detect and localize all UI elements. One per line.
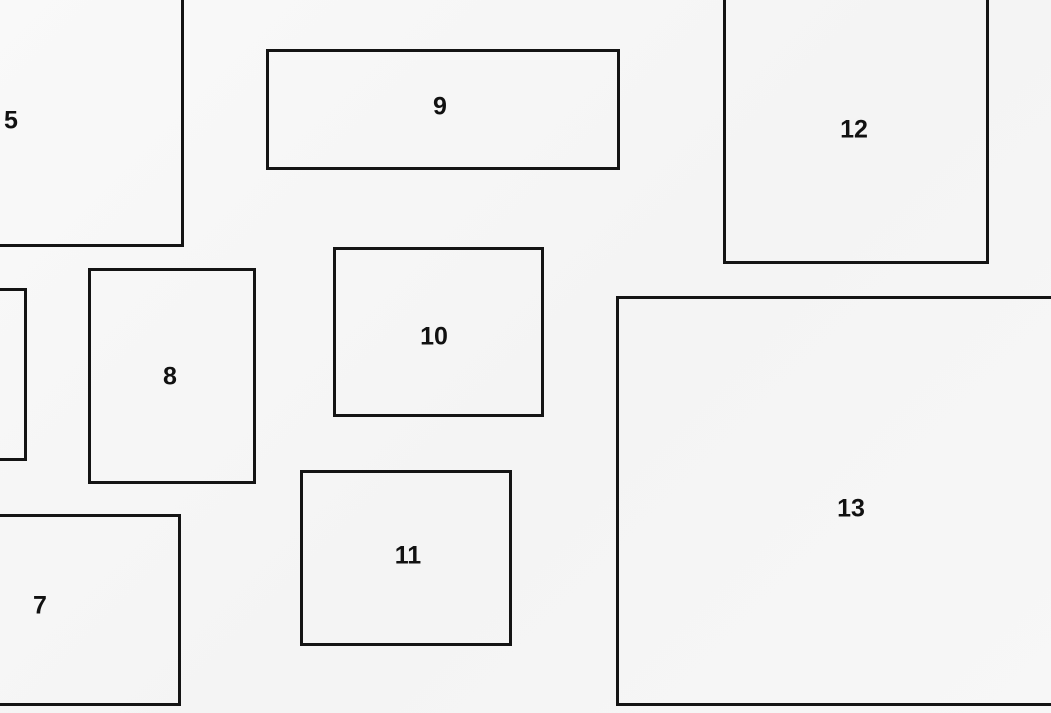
box-8-label: 8 [163, 362, 177, 391]
box-9 [266, 49, 620, 170]
box-7 [0, 514, 181, 706]
box-10-label: 10 [420, 322, 448, 351]
box-12-label: 12 [840, 115, 868, 144]
box-5 [0, 0, 184, 247]
box-13 [616, 296, 1051, 706]
box-7-label: 7 [33, 591, 47, 620]
box-13-label: 13 [837, 494, 865, 523]
box-8 [88, 268, 256, 484]
box-11-label: 11 [394, 541, 422, 570]
box-12 [723, 0, 989, 264]
box-10 [333, 247, 544, 417]
box-11 [300, 470, 512, 646]
box-6 [0, 288, 27, 461]
box-5-label: 5 [4, 106, 18, 135]
box-9-label: 9 [433, 92, 447, 121]
